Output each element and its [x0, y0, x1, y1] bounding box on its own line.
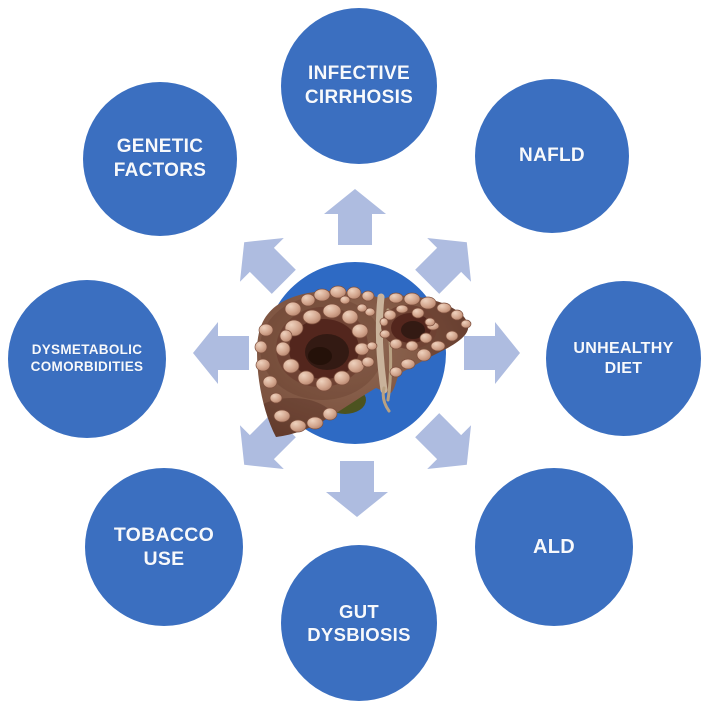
- node-tobacco-use: TOBACCO USE: [85, 468, 243, 626]
- node-infective-cirrhosis: INFECTIVE CIRRHOSIS: [281, 8, 437, 164]
- node-label-infective-cirrhosis: INFECTIVE CIRRHOSIS: [304, 63, 414, 108]
- node-unhealthy-diet: UNHEALTHY DIET: [546, 281, 701, 436]
- node-nafld: NAFLD: [475, 79, 629, 233]
- node-label-ald: ALD: [532, 535, 575, 558]
- node-label-unhealthy-diet: UNHEALTHY DIET: [573, 339, 674, 377]
- node-label-gut-dysbiosis: GUT DYSBIOSIS: [307, 600, 411, 645]
- node-label-genetic-factors: GENETIC FACTORS: [113, 136, 207, 181]
- node-label-tobacco-use: TOBACCO USE: [113, 523, 215, 570]
- arrow-right-icon: [464, 322, 520, 384]
- liver-nodules: [254, 285, 472, 433]
- arrow-up-icon: [324, 189, 386, 245]
- cirrhotic-liver-icon: [254, 285, 472, 437]
- node-dysmetabolic-comorbidities: DYSMETABOLIC COMORBIDITIES: [8, 280, 166, 438]
- node-genetic-factors: GENETIC FACTORS: [83, 82, 237, 236]
- node-ald: ALD: [475, 468, 633, 626]
- node-gut-dysbiosis: GUT DYSBIOSIS: [281, 545, 437, 701]
- node-label-nafld: NAFLD: [519, 145, 585, 167]
- node-label-dysmetabolic-comorbidities: DYSMETABOLIC COMORBIDITIES: [30, 342, 144, 374]
- arrow-left-icon: [193, 322, 249, 384]
- arrow-down-icon: [326, 461, 388, 517]
